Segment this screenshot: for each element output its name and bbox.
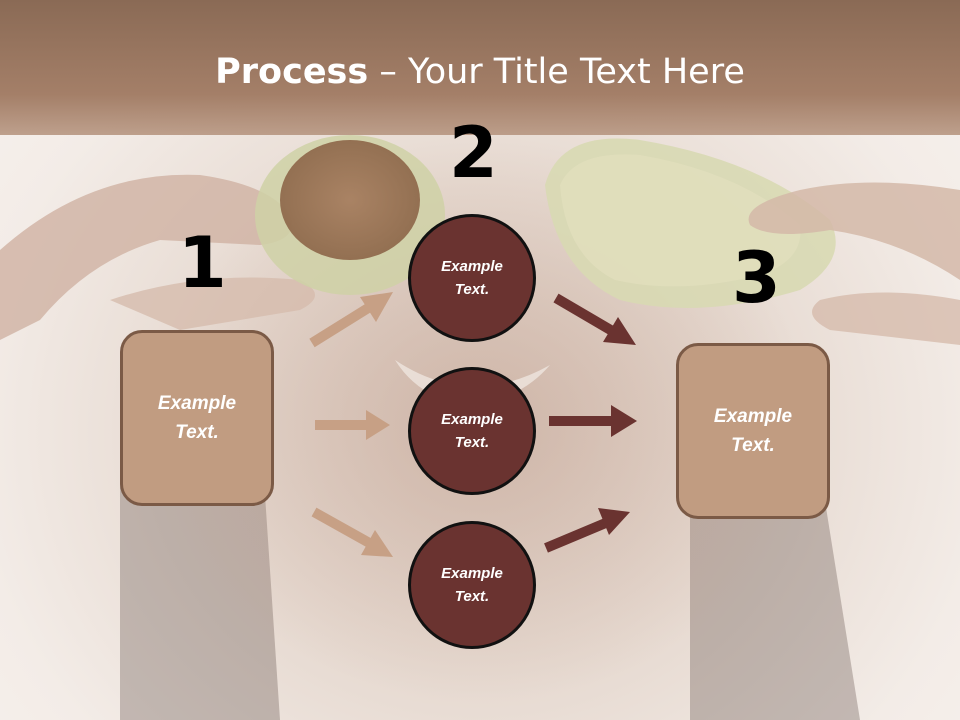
arrow-circle-1-to-right [553, 293, 636, 345]
step-number-2: 2 [449, 112, 498, 194]
right-box-line2: Text. [731, 435, 775, 456]
left-box-line1: Example [157, 393, 237, 414]
circle-3-line1: Example [441, 565, 503, 582]
arrow-left-to-circle-2 [315, 410, 390, 440]
title-bold: Process [215, 52, 369, 92]
arrow-circle-2-to-right [549, 405, 637, 437]
left-box: Example Text. [120, 330, 274, 506]
title-rest: – Your Title Text Here [368, 52, 745, 92]
circle-2-line1: Example [441, 411, 503, 428]
slide-title: Process – Your Title Text Here [0, 52, 960, 92]
arrow-left-to-circle-1 [309, 292, 393, 348]
circle-2-line2: Text. [454, 434, 490, 451]
left-box-line2: Text. [175, 422, 219, 443]
circle-3-line2: Text. [454, 588, 490, 605]
circle-2: Example Text. [408, 367, 536, 495]
circle-1: Example Text. [408, 214, 536, 342]
step-number-3: 3 [732, 237, 781, 319]
right-box: Example Text. [676, 343, 830, 519]
circle-1-line2: Text. [454, 281, 490, 298]
step-number-1: 1 [178, 222, 227, 304]
circle-3: Example Text. [408, 521, 536, 649]
arrow-circle-3-to-right [544, 508, 630, 553]
title-bar [0, 0, 960, 135]
right-box-line1: Example [713, 406, 793, 427]
circle-1-line1: Example [441, 258, 503, 275]
arrow-left-to-circle-3 [311, 507, 393, 557]
